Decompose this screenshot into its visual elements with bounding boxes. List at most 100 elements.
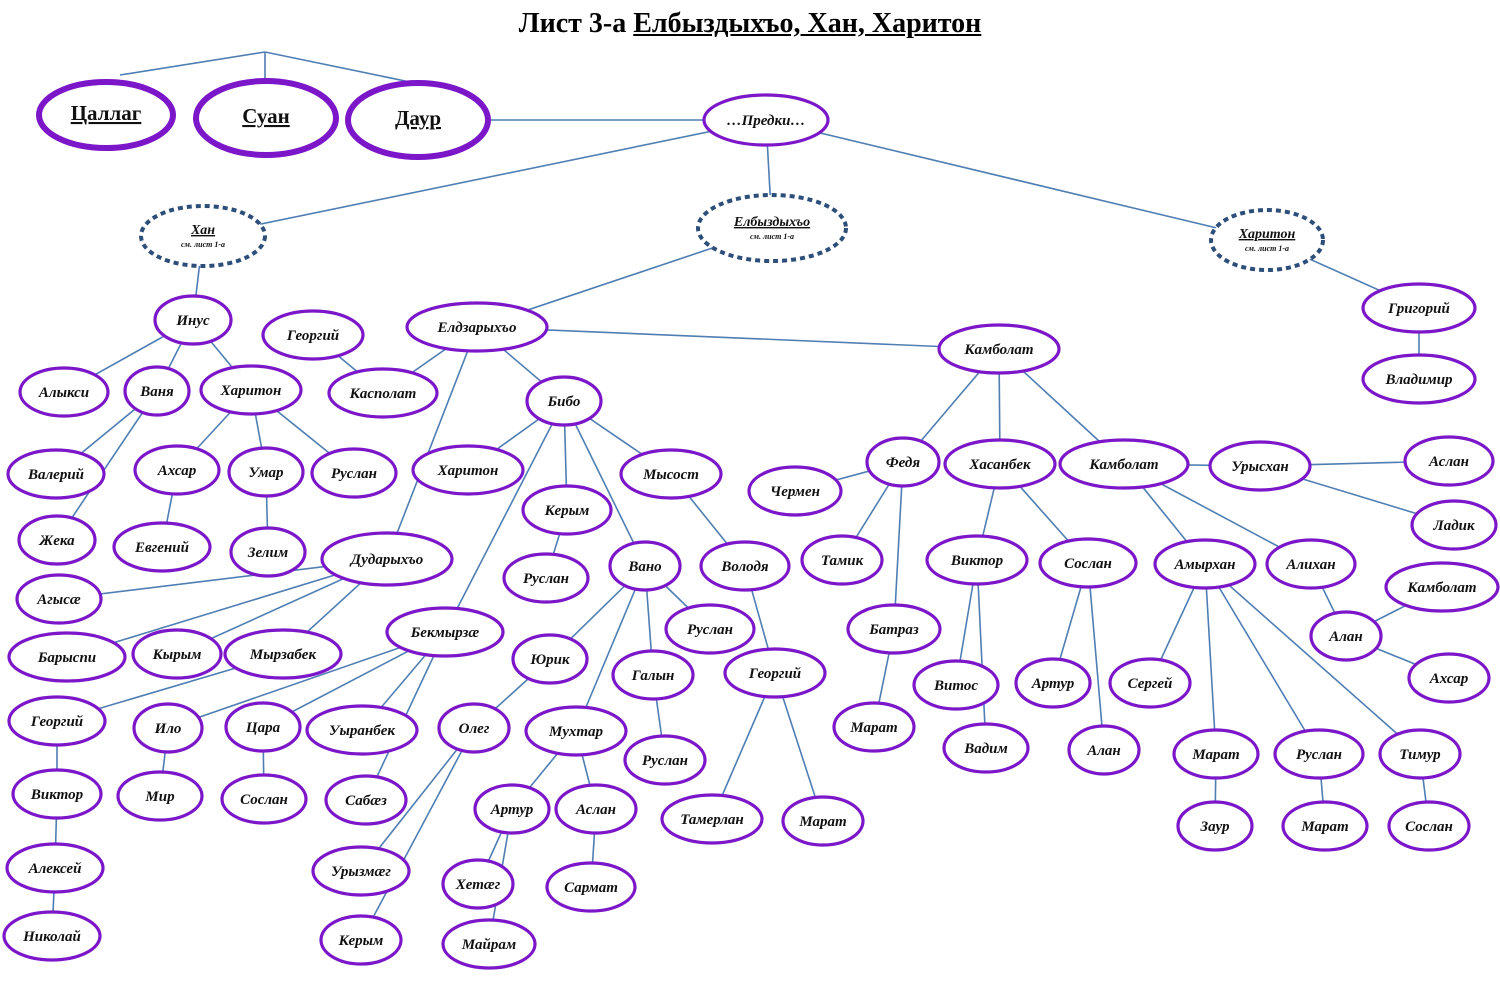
person-node-uryzmaeg[interactable]: Урызмæг <box>311 845 411 897</box>
person-node-tsallag[interactable]: Цаллаг <box>36 79 176 151</box>
node-ellipse <box>1208 440 1312 492</box>
node-ellipse <box>1265 538 1357 590</box>
person-node-vitos[interactable]: Витос <box>912 659 1000 711</box>
person-node-zaur[interactable]: Заур <box>1176 800 1254 852</box>
person-node-ilo[interactable]: Ило <box>132 702 204 754</box>
person-node-soslan3[interactable]: Сослан <box>1387 800 1471 852</box>
person-node-georgiy3[interactable]: Георгий <box>723 647 827 699</box>
person-node-sergey[interactable]: Сергей <box>1108 657 1192 709</box>
person-node-mysost[interactable]: Мысост <box>619 448 723 500</box>
person-node-yurik[interactable]: Юрик <box>511 633 589 685</box>
person-node-chermen[interactable]: Чермен <box>747 465 843 517</box>
person-node-marat4[interactable]: Марат <box>1281 800 1369 852</box>
person-node-tamerlan[interactable]: Тамерлан <box>660 793 764 845</box>
person-node-mukhtar[interactable]: Мухтар <box>524 705 628 757</box>
person-node-zheka[interactable]: Жека <box>17 514 97 566</box>
person-node-ruslan2[interactable]: Руслан <box>502 552 590 604</box>
person-node-khasanbek[interactable]: Хасанбек <box>943 438 1057 490</box>
person-node-akhsar2[interactable]: Ахсар <box>1407 652 1491 704</box>
person-node-dudar[interactable]: Дударыхъо <box>320 531 454 587</box>
person-node-inus[interactable]: Инус <box>153 294 233 346</box>
person-node-zelim[interactable]: Зелим <box>229 526 307 578</box>
person-node-timur[interactable]: Тимур <box>1378 728 1462 780</box>
person-node-sarmat[interactable]: Сармат <box>545 861 637 913</box>
node-label: Даур <box>395 106 441 130</box>
person-node-batraz[interactable]: Батраз <box>846 603 942 655</box>
person-node-alikhan[interactable]: Алихан <box>1265 538 1357 590</box>
person-node-kambolat1[interactable]: Камболат <box>937 323 1061 375</box>
person-node-ruslan4[interactable]: Руслан <box>623 734 707 786</box>
person-node-uyranbek[interactable]: Уыранбек <box>305 704 419 756</box>
person-node-myrzabek[interactable]: Мырзабек <box>223 628 343 680</box>
person-node-alan1[interactable]: Алан <box>1309 610 1383 662</box>
node-label: Марат <box>798 814 846 830</box>
person-node-predki[interactable]: …Предки… <box>702 93 830 147</box>
node-ellipse <box>261 309 365 361</box>
person-node-kambolat2[interactable]: Камболат <box>1058 438 1190 490</box>
person-node-fedya[interactable]: Федя <box>865 436 941 488</box>
person-node-georgiy2[interactable]: Георгий <box>7 695 107 747</box>
person-node-soslan1[interactable]: Сослан <box>220 773 308 825</box>
person-node-bekmyrz[interactable]: Бекмырзæ <box>385 606 505 658</box>
person-node-alan2[interactable]: Алан <box>1067 724 1141 776</box>
person-node-akhsar1[interactable]: Ахсар <box>133 444 221 496</box>
person-node-kerym2[interactable]: Керым <box>319 914 403 966</box>
person-node-kyrym[interactable]: Кырым <box>131 628 223 680</box>
person-node-georgiy1[interactable]: Георгий <box>261 309 365 361</box>
person-node-aslan1[interactable]: Аслан <box>554 783 638 835</box>
person-node-vladimir[interactable]: Владимир <box>1361 353 1477 405</box>
person-node-urysxan[interactable]: Урысхан <box>1208 440 1312 492</box>
person-node-ruslan3[interactable]: Руслан <box>664 603 756 655</box>
person-node-khetaeg[interactable]: Хетæг <box>441 858 515 910</box>
person-node-barysp[interactable]: Барыспи <box>7 631 127 683</box>
person-node-valeriy[interactable]: Валерий <box>6 448 106 500</box>
person-node-mir[interactable]: Мир <box>116 770 204 822</box>
person-node-amyrkhan[interactable]: Амырхан <box>1153 538 1257 590</box>
person-node-kambolat3[interactable]: Камболат <box>1384 561 1500 613</box>
person-node-marat2[interactable]: Марат <box>832 701 916 753</box>
person-node-oleg[interactable]: Олег <box>437 702 511 754</box>
person-node-khariton2[interactable]: Харитон <box>199 364 303 416</box>
person-node-tsara[interactable]: Цара <box>224 701 302 753</box>
person-node-bibo[interactable]: Бибо <box>525 375 603 427</box>
node-label: Сослан <box>1064 556 1112 572</box>
person-node-marat3[interactable]: Марат <box>1172 728 1260 780</box>
person-node-kaspolat[interactable]: Касполат <box>327 367 439 419</box>
person-node-vadim[interactable]: Вадим <box>942 722 1030 774</box>
person-node-agysae[interactable]: Агысæ <box>15 573 103 625</box>
node-ellipse <box>747 465 843 517</box>
person-node-sabaes[interactable]: Сабæз <box>324 774 408 826</box>
person-node-viktor1[interactable]: Виктор <box>11 768 103 820</box>
person-node-artur2[interactable]: Артур <box>1014 657 1092 709</box>
person-node-aleksey[interactable]: Алексей <box>5 842 105 894</box>
person-node-soslan2[interactable]: Сослан <box>1038 537 1138 589</box>
person-node-vano[interactable]: Вано <box>608 540 682 592</box>
person-node-mayram[interactable]: Майрам <box>441 918 537 970</box>
person-node-nikolay[interactable]: Николай <box>2 910 102 962</box>
node-label: Владимир <box>1384 372 1453 388</box>
person-node-artur1[interactable]: Артур <box>473 783 551 835</box>
person-node-marat1[interactable]: Марат <box>781 795 865 847</box>
person-node-ruslan5[interactable]: Руслан <box>1273 728 1365 780</box>
person-node-khariton3[interactable]: Харитон <box>411 444 525 496</box>
person-node-volodya[interactable]: Володя <box>699 540 791 592</box>
person-node-ruslan1[interactable]: Руслан <box>310 447 398 499</box>
person-node-aslan2[interactable]: Аслан <box>1403 435 1495 487</box>
person-node-galyn[interactable]: Галын <box>611 649 695 701</box>
person-node-grigoriy[interactable]: Григорий <box>1361 282 1477 334</box>
person-node-suan[interactable]: Суан <box>193 78 339 158</box>
person-node-alyksi[interactable]: Алыкси <box>18 366 110 418</box>
person-node-viktor2[interactable]: Виктор <box>925 534 1029 586</box>
person-node-kerym1[interactable]: Керым <box>521 484 613 536</box>
person-node-vanya[interactable]: Ваня <box>123 365 191 417</box>
node-label: Сослан <box>1405 819 1453 835</box>
person-node-evgeniy[interactable]: Евгений <box>112 521 212 573</box>
person-node-tamik[interactable]: Тамик <box>800 534 884 586</box>
person-node-ladik[interactable]: Ладик <box>1410 499 1498 551</box>
person-node-eldz[interactable]: Елдзарыхъо <box>405 301 549 353</box>
person-node-umar[interactable]: Умар <box>227 446 305 498</box>
person-node-daur[interactable]: Даур <box>345 80 491 160</box>
